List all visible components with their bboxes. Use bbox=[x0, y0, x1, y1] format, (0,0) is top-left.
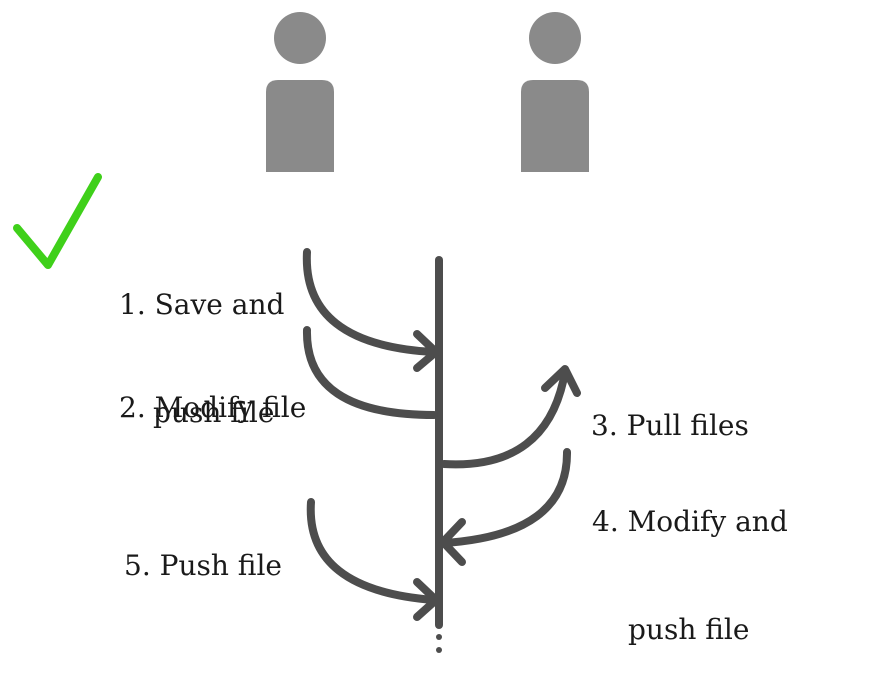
step-2-line1: 2. Modify file bbox=[119, 391, 307, 424]
step-4-line1: 4. Modify and bbox=[592, 505, 788, 538]
person-icon-right bbox=[521, 12, 589, 172]
step-5-line1: 5. Push file bbox=[124, 549, 282, 582]
step-3-label: 3. Pull files bbox=[591, 336, 749, 480]
step-1-line1: 1. Save and bbox=[119, 288, 285, 321]
step-1-label: 1. Save and push file bbox=[119, 215, 284, 467]
arrow-save-push bbox=[302, 248, 440, 372]
branch-modify-file bbox=[302, 326, 438, 419]
step-4-label: 4. Modify and push file bbox=[592, 432, 788, 684]
step-1-line2: push file bbox=[153, 396, 275, 429]
step-5-label: 5. Push file bbox=[124, 476, 282, 620]
step-3-line1: 3. Pull files bbox=[591, 409, 749, 442]
workflow-diagram bbox=[13, 12, 589, 653]
timeline bbox=[435, 256, 443, 653]
arrow-modify-push bbox=[439, 448, 572, 566]
checkmark-icon bbox=[13, 173, 102, 269]
person-icon-left bbox=[266, 12, 334, 172]
step-2-label: 2. Modify file bbox=[119, 318, 306, 462]
arrow-pull-files bbox=[440, 365, 581, 469]
arrow-push-file bbox=[306, 498, 440, 621]
step-4-line2: push file bbox=[628, 613, 750, 646]
